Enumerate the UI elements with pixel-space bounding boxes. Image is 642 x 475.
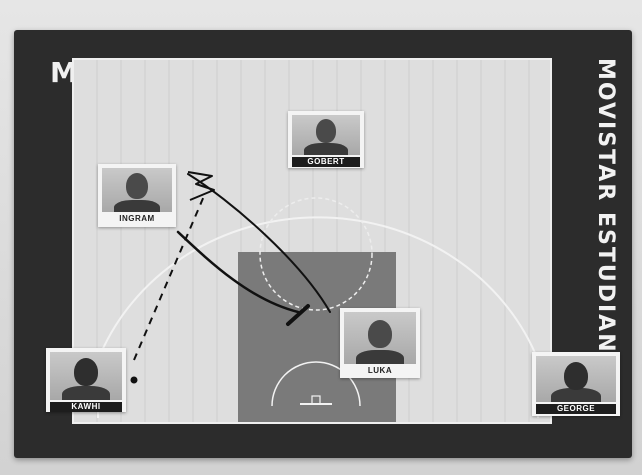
player-photo bbox=[292, 115, 360, 155]
player-photo bbox=[50, 352, 122, 400]
player-name: GOBERT bbox=[292, 157, 360, 167]
player-photo bbox=[344, 312, 416, 364]
player-card-gobert[interactable]: GOBERT bbox=[288, 111, 364, 168]
player-name: INGRAM bbox=[102, 214, 172, 224]
player-name: LUKA bbox=[344, 366, 416, 376]
player-photo bbox=[102, 168, 172, 212]
ball-dot bbox=[131, 377, 138, 384]
player-card-kawhi[interactable]: KAWHI bbox=[46, 348, 126, 412]
player-card-luka[interactable]: LUKA bbox=[340, 308, 420, 378]
player-card-ingram[interactable]: INGRAM bbox=[98, 164, 176, 227]
player-photo bbox=[536, 356, 616, 402]
player-name: GEORGE bbox=[536, 404, 616, 414]
player-card-george[interactable]: GEORGE bbox=[532, 352, 620, 416]
player-name: KAWHI bbox=[50, 402, 122, 412]
